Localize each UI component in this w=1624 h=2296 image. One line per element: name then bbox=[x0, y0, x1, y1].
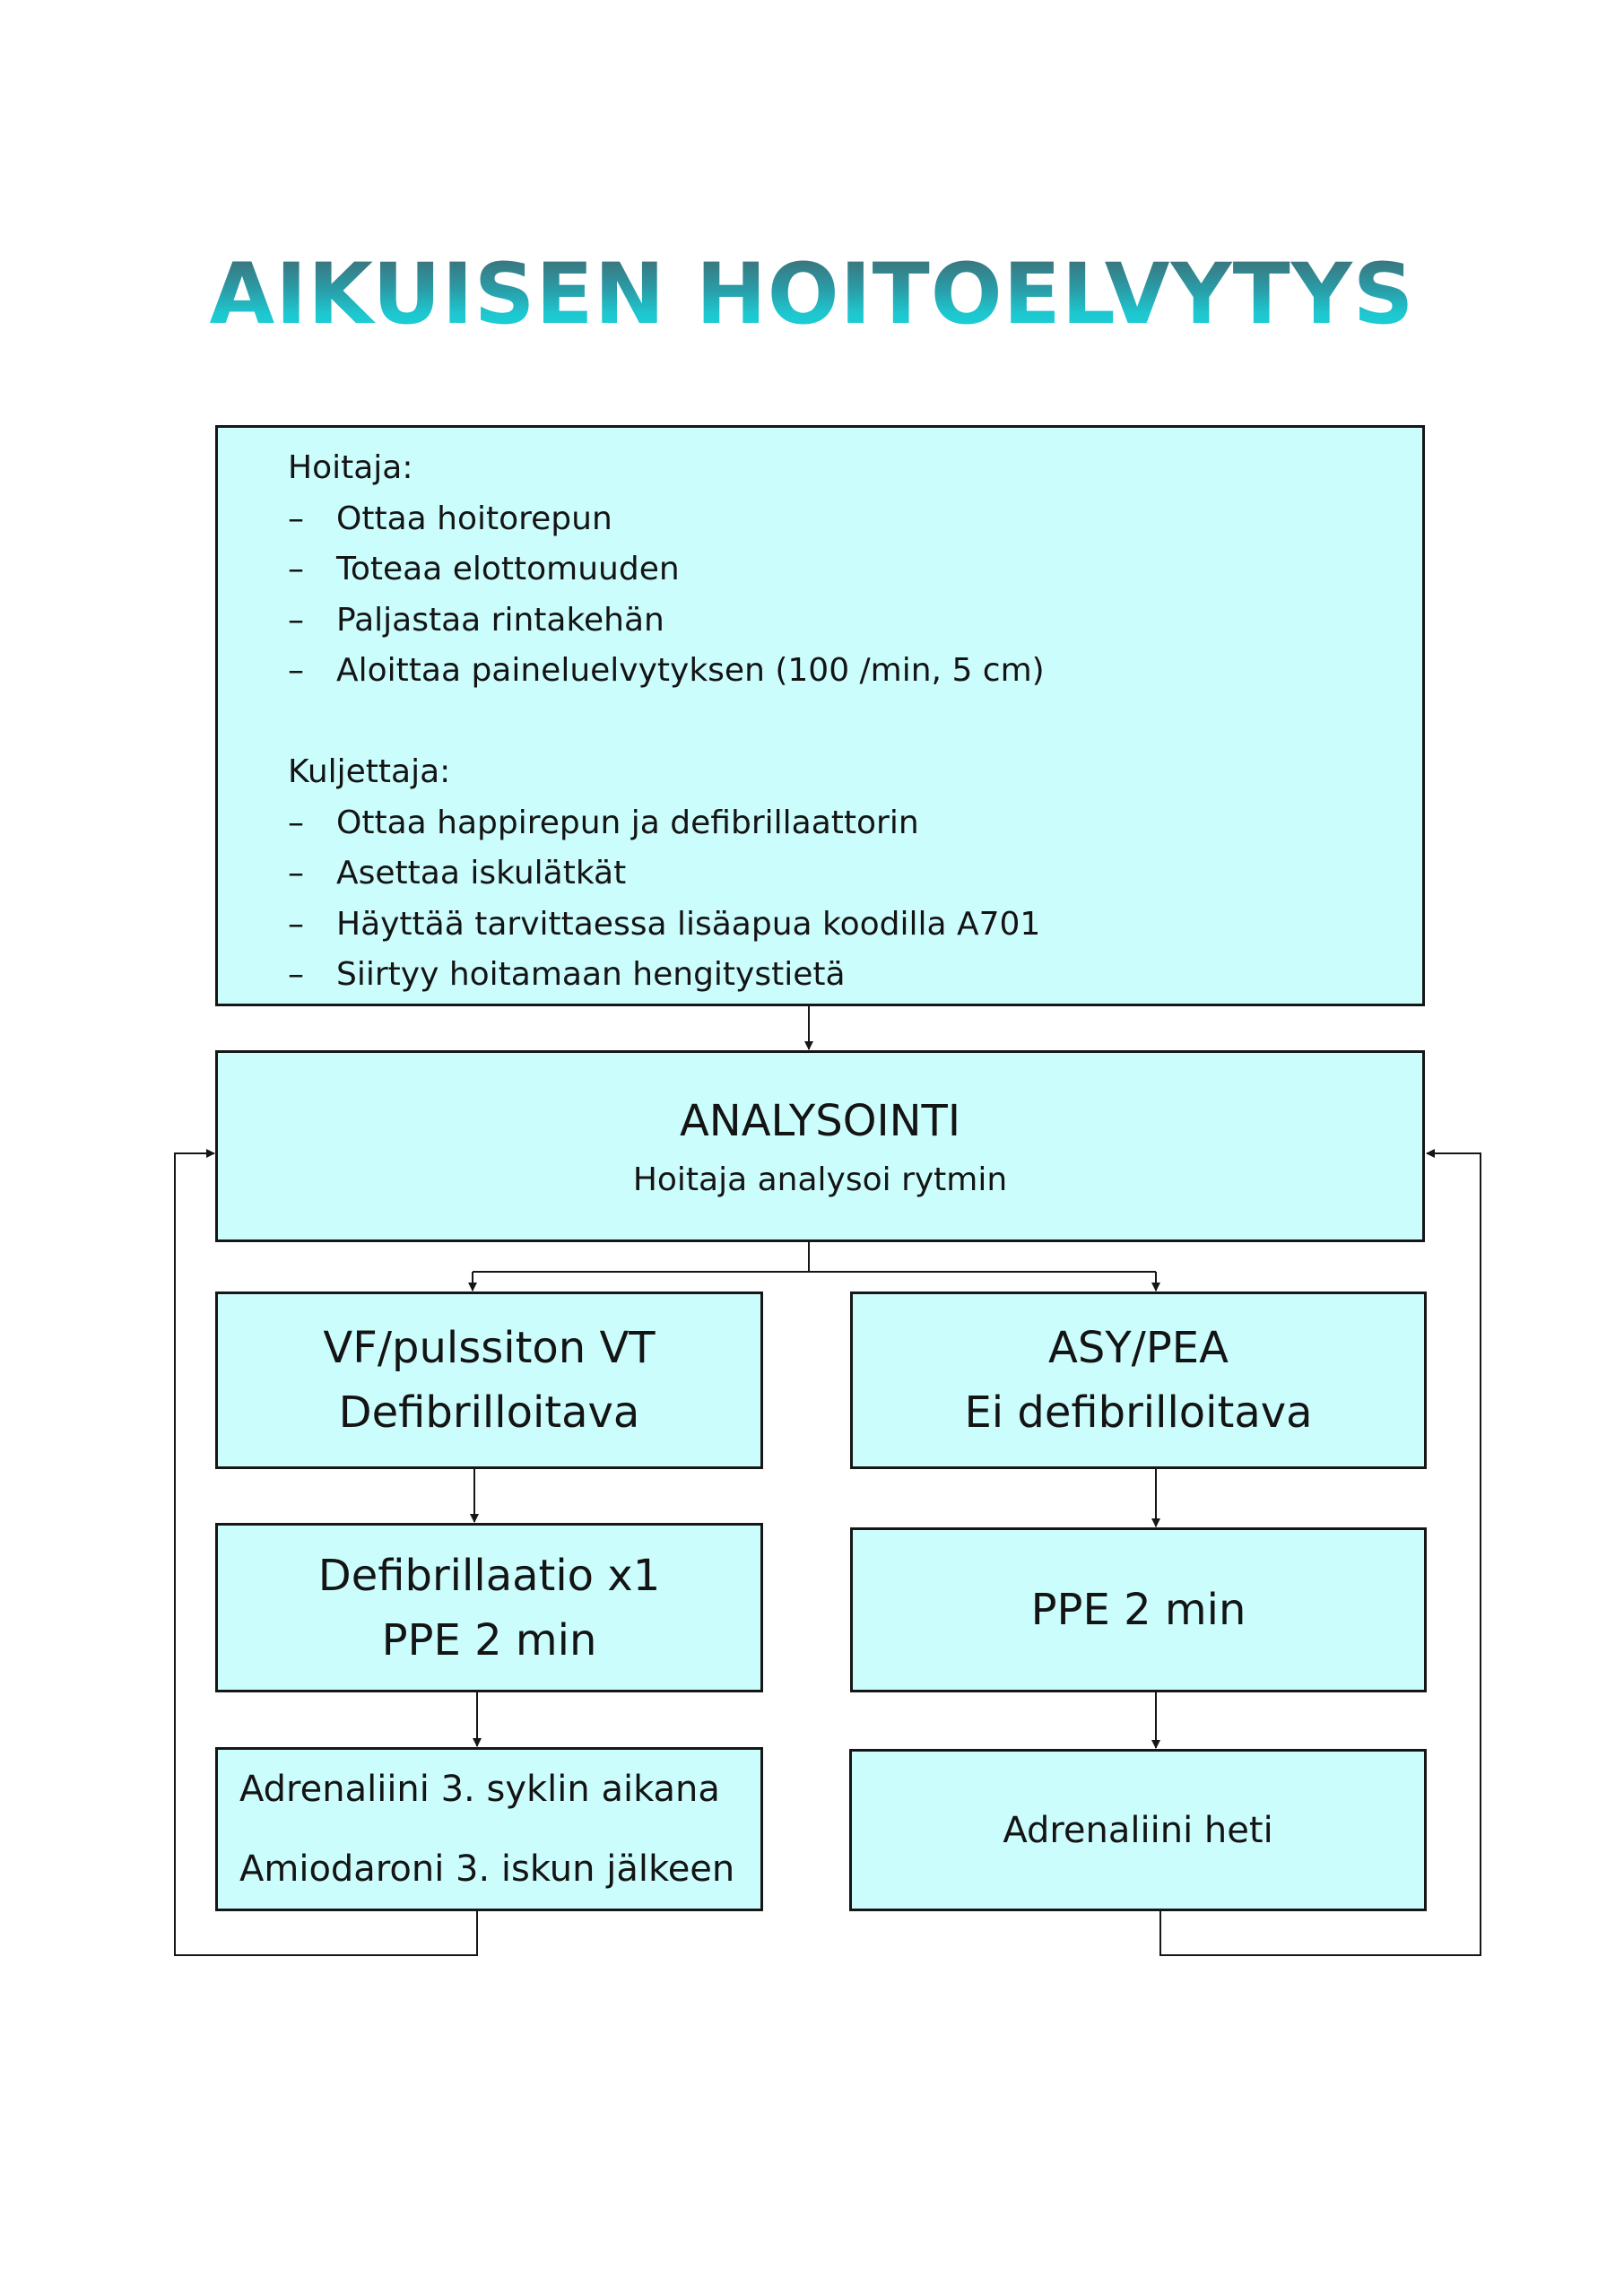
cpr-duration-label: PPE 2 min bbox=[1030, 1585, 1246, 1635]
amiodarone-timing-label: Amiodaroni 3. iskun jälkeen bbox=[239, 1848, 735, 1890]
dash-bullet: – bbox=[288, 551, 304, 587]
non-shockable-rhythm-box: ASY/PEA Ei defibrilloitava bbox=[850, 1292, 1427, 1469]
nurse-task-text: Toteaa elottomuuden bbox=[336, 551, 680, 587]
driver-task: –Asettaa iskulätkät bbox=[288, 848, 1422, 900]
dash-bullet: – bbox=[288, 652, 304, 689]
cpr-duration-label: PPE 2 min bbox=[381, 1614, 597, 1665]
shockable-loop-back-arrow bbox=[174, 1149, 478, 1956]
adrenaline-timing-label: Adrenaliini 3. syklin aikana bbox=[239, 1768, 720, 1810]
page-title: AIKUISEN HOITOELVYTYS bbox=[0, 253, 1624, 337]
non-shockable-rhythm-sublabel: Ei defibrilloitava bbox=[964, 1387, 1313, 1438]
driver-task-text: Siirtyy hoitamaan hengitystietä bbox=[336, 956, 846, 993]
nurse-task: –Aloittaa paineluelvytyksen (100 /min, 5… bbox=[288, 646, 1422, 697]
non-shockable-rhythm-label: ASY/PEA bbox=[1048, 1323, 1229, 1373]
non-shockable-action-box: PPE 2 min bbox=[850, 1527, 1427, 1692]
driver-task-text: Ottaa happirepun ja defibrillaattorin bbox=[336, 804, 919, 841]
dash-bullet: – bbox=[288, 601, 304, 639]
nurse-task-text: Paljastaa rintakehän bbox=[336, 601, 664, 639]
analysis-title: ANALYSOINTI bbox=[679, 1096, 961, 1146]
shockable-rhythm-box: VF/pulssiton VT Defibrilloitava bbox=[215, 1292, 763, 1469]
driver-heading: Kuljettaja: bbox=[288, 753, 451, 790]
nurse-task-text: Aloittaa paineluelvytyksen (100 /min, 5 … bbox=[336, 652, 1045, 689]
nurse-task: –Ottaa hoitorepun bbox=[288, 494, 1422, 545]
shockable-drugs-box: Adrenaliini 3. syklin aikana Amiodaroni … bbox=[215, 1747, 763, 1911]
nurse-task: –Paljastaa rintakehän bbox=[288, 596, 1422, 647]
dash-bullet: – bbox=[288, 500, 304, 537]
non-shockable-drugs-box: Adrenaliini heti bbox=[849, 1749, 1427, 1911]
driver-task-text: Häyttää tarvittaessa lisäapua koodilla A… bbox=[336, 905, 1041, 943]
driver-task-text: Asettaa iskulätkät bbox=[336, 855, 627, 891]
adrenaline-immediately-label: Adrenaliini heti bbox=[1003, 1809, 1273, 1851]
nurse-task-text: Ottaa hoitorepun bbox=[336, 500, 612, 537]
shockable-action-box: Defibrillaatio x1 PPE 2 min bbox=[215, 1523, 763, 1692]
dash-bullet: – bbox=[288, 956, 304, 993]
analysis-subtitle: Hoitaja analysoi rytmin bbox=[632, 1161, 1008, 1198]
driver-task-list: –Ottaa happirepun ja defibrillaattorin –… bbox=[288, 798, 1422, 1001]
driver-task: –Ottaa happirepun ja defibrillaattorin bbox=[288, 798, 1422, 849]
driver-task: –Häyttää tarvittaessa lisäapua koodilla … bbox=[288, 900, 1422, 951]
roles-box: Hoitaja: –Ottaa hoitorepun –Toteaa elott… bbox=[215, 425, 1425, 1006]
nurse-task-list: –Ottaa hoitorepun –Toteaa elottomuuden –… bbox=[288, 494, 1422, 697]
dash-bullet: – bbox=[288, 855, 304, 891]
defibrillation-label: Defibrillaatio x1 bbox=[317, 1550, 661, 1601]
analysis-box: ANALYSOINTI Hoitaja analysoi rytmin bbox=[215, 1050, 1425, 1242]
dash-bullet: – bbox=[288, 905, 304, 943]
nurse-task: –Toteaa elottomuuden bbox=[288, 544, 1422, 596]
driver-task: –Siirtyy hoitamaan hengitystietä bbox=[288, 950, 1422, 1001]
nurse-heading: Hoitaja: bbox=[288, 449, 413, 486]
shockable-rhythm-label: VF/pulssiton VT bbox=[323, 1323, 656, 1373]
dash-bullet: – bbox=[288, 804, 304, 841]
shockable-rhythm-sublabel: Defibrilloitava bbox=[338, 1387, 640, 1438]
non-shockable-loop-back-arrow bbox=[1159, 1149, 1481, 1956]
